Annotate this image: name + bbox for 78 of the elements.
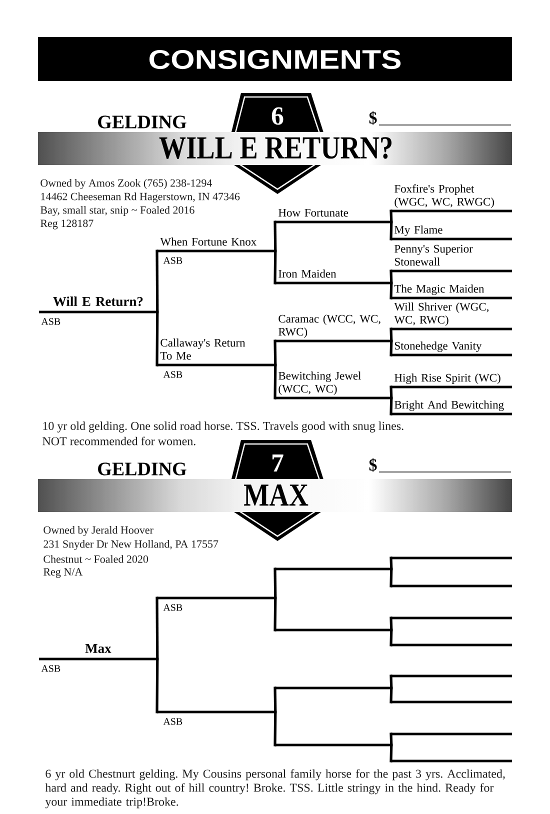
- bracket-line: [390, 556, 393, 570]
- bracket-line: [390, 220, 393, 240]
- pedigree-entry: Max: [39, 644, 157, 660]
- owner-info: Owned by Jerald Hoover: [44, 526, 154, 536]
- pedigree-entry: The Magic Maiden: [391, 284, 512, 300]
- registry-label: ASB: [163, 257, 182, 264]
- pedigree-entry: How Fortunate: [275, 208, 391, 224]
- bracket-line: [274, 596, 277, 632]
- pedigree-entry: Bright And Bewitching: [391, 400, 512, 416]
- bracket-line: [390, 568, 393, 588]
- category-heading: GELDING: [98, 462, 186, 476]
- bracket-line: [274, 340, 277, 366]
- bracket-line: [390, 282, 393, 300]
- bracket-line: [274, 686, 277, 714]
- dollar-sign: $: [369, 111, 377, 125]
- pedigree-line: [275, 628, 391, 632]
- registry-label: ASB: [163, 604, 182, 611]
- owner-info: 231 Snyder Dr New Holland, PA 17557: [44, 540, 218, 550]
- bracket-line: [390, 616, 393, 632]
- owner-info: 14462 Cheeseman Rd Hagerstown, IN 47346: [41, 192, 240, 202]
- registry-label: ASB: [41, 665, 60, 672]
- pedigree-entry: When Fortune Knox: [157, 238, 275, 252]
- bracket-line: [390, 628, 393, 646]
- pedigree-entry: Bewitching Jewel (WCC, WC): [275, 372, 391, 400]
- description-text: 10 yr old gelding. One solid road horse. TSS. Travels good with snug lines.: [43, 422, 404, 432]
- bracket-line: [390, 744, 393, 762]
- bracket-line: [390, 210, 393, 224]
- pedigree-line: [391, 616, 512, 620]
- owner-info: Bay, small star, snip ~ Foaled 2016: [40, 206, 194, 216]
- pedigree-entry: Will E Return?: [39, 296, 157, 314]
- bracket-line: [390, 328, 393, 342]
- bracket-line: [390, 396, 393, 416]
- bracket-line: [274, 250, 277, 284]
- pedigree-entry: Penny's Superior Stonewall: [391, 244, 512, 272]
- pedigree-line: [391, 644, 512, 646]
- bracket-line: [390, 732, 393, 746]
- pedigree-line: [391, 556, 512, 560]
- bracket-line: [274, 568, 277, 600]
- pedigree-entry: Stonehedge Vanity: [391, 342, 512, 356]
- bracket-line: [156, 596, 159, 660]
- bracket-line: [156, 250, 159, 314]
- bracket-line: [156, 658, 159, 714]
- pedigree-line: [391, 674, 512, 678]
- pedigree-line: [391, 732, 512, 736]
- pedigree-line: [275, 744, 391, 746]
- bracket-line: [390, 674, 393, 690]
- pedigree-entry: High Rise Spirit (WC): [391, 374, 512, 388]
- bracket-line: [156, 310, 159, 366]
- description-text: NOT recommended for women.: [42, 436, 196, 446]
- pedigree-entry: Foxfire's Prophet (WGC, WC, RWGC): [391, 184, 512, 212]
- bracket-line: [274, 710, 277, 746]
- owner-info: Reg 128187: [40, 220, 94, 230]
- description-text: 6 yr old Chestnurt gelding. My Cousins personal family horse for the past 3 yrs. Acclimated, hard and ready. Right out of hill country! Broke. TSS. Little stringy in the hind. Ready for your immediate trip!Broke.: [45, 769, 505, 808]
- registry-label: ASB: [163, 718, 182, 725]
- owner-info: Owned by Amos Zook (765) 238-1294: [40, 179, 212, 189]
- pedigree-entry: Caramac (WCC, WC, RWC): [275, 314, 391, 342]
- pedigree-line: [391, 700, 512, 704]
- category-heading: GELDING: [98, 116, 186, 128]
- pedigree-entry: Callaway's Return To Me: [157, 338, 275, 366]
- bracket-line: [390, 340, 393, 356]
- bracket-line: [390, 270, 393, 284]
- bracket-line: [390, 686, 393, 704]
- pedigree-line: [391, 760, 512, 762]
- title-bar: CONSIGNMENTS: [38, 37, 512, 81]
- pedigree-line: [275, 686, 391, 690]
- pedigree-line: [391, 584, 512, 588]
- pedigree-entry: Will Shriver (WGC, WC, RWC): [391, 302, 512, 330]
- bracket-line: [390, 386, 393, 400]
- bracket-line: [274, 364, 277, 400]
- pedigree-entry: Iron Maiden: [275, 270, 391, 284]
- pedigree-entry: My Flame: [391, 226, 512, 240]
- owner-info: Chestnut ~ Foaled 2020: [44, 555, 148, 563]
- dollar-sign: $: [369, 458, 377, 472]
- owner-info: Reg N/A: [44, 568, 83, 578]
- registry-label: ASB: [163, 371, 182, 378]
- bracket-line: [274, 220, 277, 252]
- registry-label: ASB: [41, 318, 60, 325]
- pedigree-line: [275, 568, 391, 570]
